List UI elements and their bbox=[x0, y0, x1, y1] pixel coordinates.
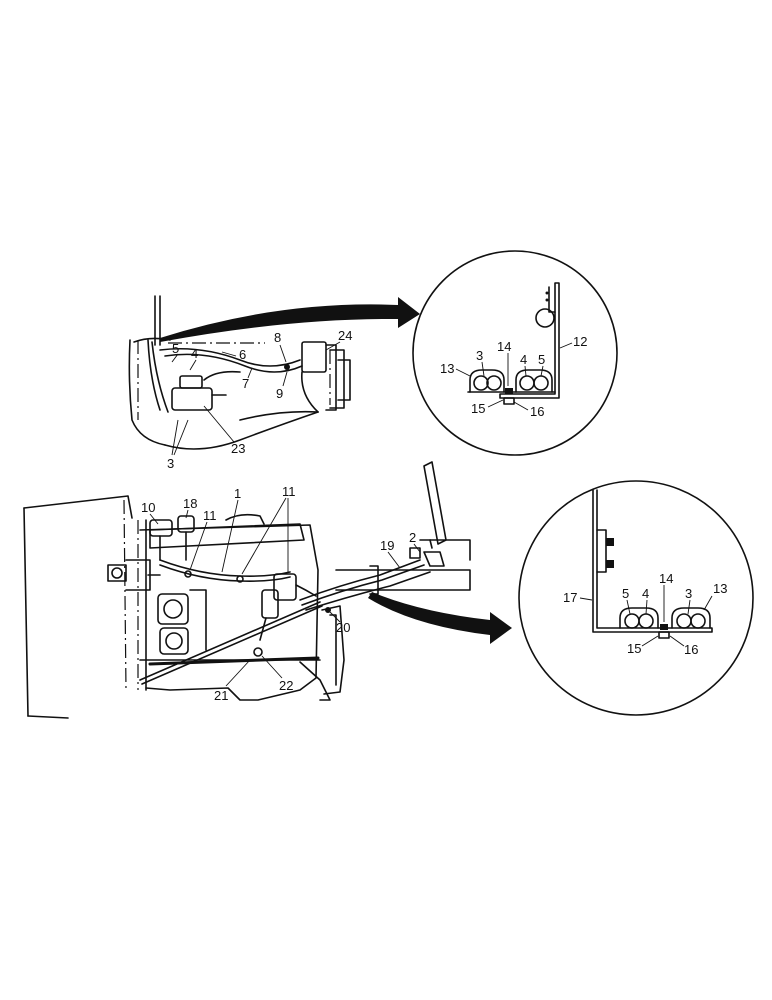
callout-label: 8 bbox=[274, 330, 281, 345]
main-view-callouts: 10 18 1 11 11 2 19 20 21 22 bbox=[141, 484, 421, 703]
callout-label: 13 bbox=[713, 581, 727, 596]
main-view-drawing bbox=[23, 461, 471, 719]
callout-label: 19 bbox=[380, 538, 394, 553]
detail-a bbox=[412, 250, 618, 456]
arrow-to-detail-b bbox=[368, 592, 512, 644]
callout-label: 14 bbox=[497, 339, 511, 354]
detail-a-callouts: 13 3 14 4 5 12 15 16 bbox=[440, 334, 587, 419]
callout-label: 11 bbox=[203, 508, 217, 523]
callout-label: 1 bbox=[234, 486, 241, 501]
callout-label: 4 bbox=[520, 352, 527, 367]
callout-label: 23 bbox=[231, 441, 245, 456]
callout-label: 5 bbox=[622, 586, 629, 601]
callout-label: 14 bbox=[659, 571, 673, 586]
callout-label: 4 bbox=[642, 586, 649, 601]
callout-label: 2 bbox=[409, 530, 416, 545]
callout-label: 5 bbox=[538, 352, 545, 367]
callout-label: 11 bbox=[282, 484, 296, 499]
top-view-callouts: 5 4 6 8 24 7 9 3 23 bbox=[167, 328, 352, 471]
callout-label: 6 bbox=[239, 347, 246, 362]
detail-b bbox=[518, 480, 754, 716]
top-view-drawing bbox=[128, 295, 351, 450]
callout-label: 15 bbox=[471, 401, 485, 416]
arrow-to-detail-a bbox=[160, 297, 420, 342]
callout-label: 15 bbox=[627, 641, 641, 656]
callout-label: 24 bbox=[338, 328, 352, 343]
callout-label: 3 bbox=[167, 456, 174, 471]
callout-label: 16 bbox=[684, 642, 698, 657]
callout-label: 22 bbox=[279, 678, 293, 693]
callout-label: 10 bbox=[141, 500, 155, 515]
callout-label: 17 bbox=[563, 590, 577, 605]
callout-label: 5 bbox=[172, 341, 179, 356]
callout-label: 9 bbox=[276, 386, 283, 401]
callout-label: 21 bbox=[214, 688, 228, 703]
callout-label: 16 bbox=[530, 404, 544, 419]
callout-label: 3 bbox=[476, 348, 483, 363]
callout-label: 4 bbox=[191, 346, 198, 361]
callout-label: 18 bbox=[183, 496, 197, 511]
detail-b-callouts: 17 5 4 14 3 13 15 16 bbox=[563, 571, 727, 657]
callout-label: 13 bbox=[440, 361, 454, 376]
callout-label: 12 bbox=[573, 334, 587, 349]
callout-label: 3 bbox=[685, 586, 692, 601]
callout-label: 7 bbox=[242, 376, 249, 391]
callout-label: 20 bbox=[336, 620, 350, 635]
